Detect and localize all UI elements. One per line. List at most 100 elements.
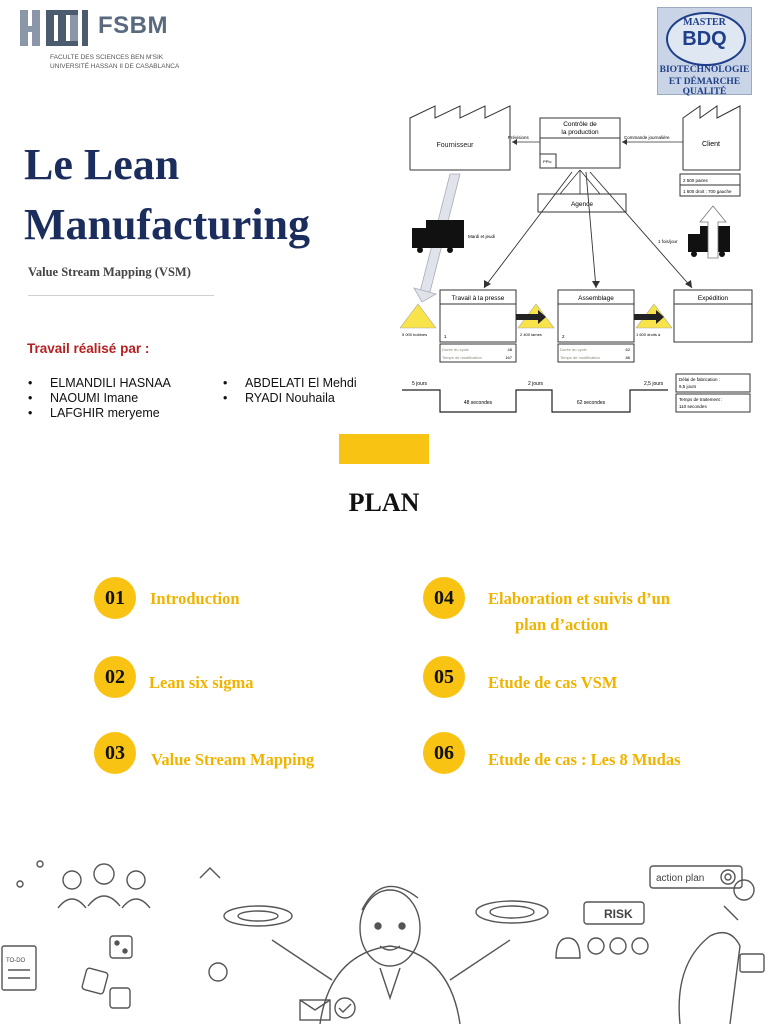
seconds-2: 62 secondes bbox=[577, 400, 606, 406]
author-name: NAOUMI Imane bbox=[50, 391, 139, 405]
press-changeover-label: Temps de modification bbox=[442, 355, 482, 360]
title-line2: Manufacturing bbox=[24, 200, 310, 249]
master-line2: ET DÉMARCHE QUALITÉ bbox=[668, 77, 741, 97]
master-label: MASTER bbox=[683, 17, 726, 28]
skull-icons bbox=[587, 937, 649, 955]
order-label: Commande journalière bbox=[624, 135, 670, 140]
plan-item-label: Lean six sigma bbox=[149, 673, 254, 692]
process-press-operators: 1 bbox=[444, 334, 447, 339]
authors-label: Travail réalisé par : bbox=[27, 341, 150, 356]
processing-time: 110 secondes bbox=[679, 404, 707, 409]
control-line2: la production bbox=[561, 129, 599, 136]
inventory-triangle bbox=[400, 303, 437, 329]
plan-item-label: Introduction bbox=[150, 589, 240, 608]
risk-text: RISK bbox=[604, 907, 633, 921]
page-title: Le Lean Manufacturing bbox=[24, 135, 374, 255]
days-2: 2 jours bbox=[528, 381, 544, 387]
plan-item-label-line2: plan d’action bbox=[515, 615, 609, 634]
bullet: • bbox=[28, 376, 33, 390]
subtitle-divider bbox=[28, 295, 214, 296]
author-name: RYADI Nouhaila bbox=[245, 391, 335, 405]
client-factory: Client 2 500 paires 1 600 droit ; 700 ga… bbox=[679, 105, 741, 197]
assembly-changeover-label: Temps de modification bbox=[560, 355, 600, 360]
check-icon bbox=[334, 997, 356, 1019]
assembly-cycle-label: Durée du cycle bbox=[560, 347, 587, 352]
plan-number-badge: 01 bbox=[94, 577, 136, 619]
subtitle: Value Stream Mapping (VSM) bbox=[28, 265, 191, 279]
client-label: Client bbox=[702, 141, 720, 148]
process-press-name: Travail à la presse bbox=[452, 295, 505, 302]
press-cycle: 48 bbox=[508, 347, 513, 352]
plan-number-badge: 02 bbox=[94, 656, 136, 698]
process-assembly-name: Assemblage bbox=[578, 295, 614, 302]
lead-time-label: Délai de fabrication : bbox=[679, 377, 720, 382]
client-data1: 2 500 paires bbox=[683, 178, 709, 183]
process-assembly-operators: 2 bbox=[562, 334, 565, 339]
fsbm-name: FSBM bbox=[98, 12, 168, 39]
hand-icon bbox=[678, 932, 741, 1024]
timeline bbox=[402, 389, 668, 413]
bullet: • bbox=[223, 376, 228, 390]
business-doodle-illustration: RISK action plan TO-DO bbox=[1, 860, 765, 1024]
bell-icon bbox=[555, 937, 581, 959]
author-name: ELMANDILI HASNAA bbox=[50, 376, 171, 390]
author-item: • NAOUMI Imane bbox=[28, 391, 139, 406]
client-data2: 1 600 droit ; 700 gauche bbox=[683, 189, 732, 194]
process-press: Travail à la presse 1 Durée du cycle 48 … bbox=[439, 289, 517, 363]
bullet: • bbox=[28, 391, 33, 405]
days-3: 2,5 jours bbox=[644, 381, 664, 387]
action-plan-text: action plan bbox=[656, 873, 704, 884]
mail-icon bbox=[299, 999, 331, 1021]
cloud-icon bbox=[208, 962, 228, 982]
master-code: BDQ bbox=[682, 28, 727, 50]
press-cycle-label: Durée du cycle bbox=[442, 347, 469, 352]
sticky-note-icon bbox=[739, 953, 765, 973]
plan-number-badge: 03 bbox=[94, 732, 136, 774]
plan-number-badge: 05 bbox=[423, 656, 465, 698]
title-line1: Le Lean bbox=[24, 140, 180, 189]
target-ring bbox=[475, 900, 549, 924]
todo-text: TO-DO bbox=[6, 958, 26, 964]
supplier-factory: Fournisseur bbox=[409, 105, 511, 171]
forecast-label: Prévisions bbox=[508, 135, 530, 140]
inventory-1: 5 000 bobines bbox=[402, 332, 427, 337]
author-item: •ABDELATI El Mehdi bbox=[223, 376, 357, 391]
process-assembly: Assemblage 2 Durée du cycle 62 Temps de … bbox=[557, 289, 635, 363]
author-name: LAFGHIR meryeme bbox=[50, 406, 160, 420]
control-line1: Contrôle de bbox=[563, 121, 597, 128]
master-line1: BIOTECHNOLOGIE bbox=[659, 65, 750, 75]
businessman-icon bbox=[271, 885, 511, 1024]
lead-time: 9,5 jours bbox=[679, 384, 697, 389]
processing-label: Temps de traitement : bbox=[679, 397, 722, 402]
delivery-out-label: 1 fois/jour bbox=[658, 239, 678, 244]
bullet: • bbox=[223, 391, 228, 405]
press-changeover: 167 bbox=[505, 355, 512, 360]
team-people-icon bbox=[57, 863, 151, 909]
plan-number-badge: 04 bbox=[423, 577, 465, 619]
faculty-name: FACULTE DES SCIENCES BEN M'SIK bbox=[50, 54, 164, 61]
gear-icon bbox=[733, 879, 755, 901]
production-control-box: Contrôle de la production PPIc bbox=[539, 117, 621, 169]
risk-banner bbox=[583, 901, 645, 925]
plan-number-badge: 06 bbox=[423, 732, 465, 774]
assembly-cycle: 62 bbox=[626, 347, 631, 352]
fsbm-emblem-icon bbox=[20, 10, 88, 46]
author-item: • LAFGHIR meryeme bbox=[28, 406, 160, 421]
supplier-label: Fournisseur bbox=[437, 142, 475, 149]
accent-bar bbox=[339, 434, 429, 464]
action-plan-sign bbox=[649, 865, 743, 889]
university-name: UNIVERSITÉ HASSAN II DE CASABLANCA bbox=[50, 63, 180, 70]
bullet: • bbox=[28, 406, 33, 420]
delivery-in-label: Mardi et jeudi bbox=[468, 234, 495, 239]
plan-item-label: Etude de cas VSM bbox=[488, 673, 618, 692]
logo-ellipse bbox=[666, 12, 746, 66]
agency-box bbox=[537, 193, 627, 213]
inventory-3: 1 600 droits à bbox=[636, 332, 661, 337]
vsm-diagram: Fournisseur Contrôle de la production PP… bbox=[400, 105, 753, 413]
author-item: • ELMANDILI HASNAA bbox=[28, 376, 171, 391]
seconds-1: 48 secondes bbox=[464, 400, 493, 406]
plan-item-label: Etude de cas : Les 8 Mudas bbox=[488, 750, 681, 769]
assembly-changeover: 86 bbox=[626, 355, 631, 360]
shipping-arrow bbox=[699, 205, 727, 259]
target-ring bbox=[223, 905, 293, 927]
